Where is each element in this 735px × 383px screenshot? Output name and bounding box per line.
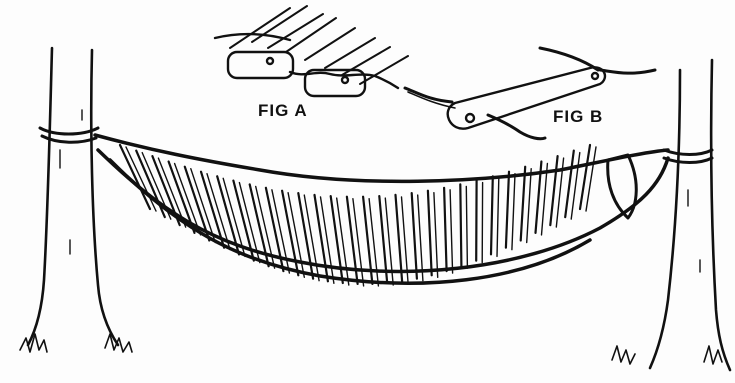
hammock-slat <box>491 176 493 254</box>
hammock-slat <box>444 188 447 271</box>
hammock-slat-edge <box>353 199 364 286</box>
hammock-slat-edge <box>527 169 532 243</box>
hammock-slat-edge <box>434 193 438 278</box>
hammock-slat <box>550 156 557 225</box>
hammock-slat-edge <box>337 198 349 285</box>
hammock-slat <box>460 184 461 266</box>
hammock-slat-edge <box>450 190 453 273</box>
hammock-slat <box>136 151 165 218</box>
hammock-slats <box>120 145 596 286</box>
hammock-slat-edge <box>512 174 515 250</box>
hammock-slat-edge <box>142 153 171 220</box>
hammock-slat-edge <box>497 178 499 256</box>
hammock-slat <box>428 191 432 276</box>
hammock-slat-edge <box>418 195 423 281</box>
hammock-slat <box>412 193 417 279</box>
hammock-slat <box>506 172 509 248</box>
fig-a-detail <box>215 6 408 96</box>
hammock-slat-edge <box>466 186 467 268</box>
hammock-slat <box>521 167 526 241</box>
hammock-slat <box>396 195 403 281</box>
hammock-slat <box>120 145 150 209</box>
fig-a-label: FIG A <box>258 101 308 121</box>
left-tree <box>20 48 132 352</box>
hammock-ring <box>608 155 637 218</box>
fig-b-detail <box>405 48 655 139</box>
fig-b-label: FIG B <box>553 107 603 127</box>
